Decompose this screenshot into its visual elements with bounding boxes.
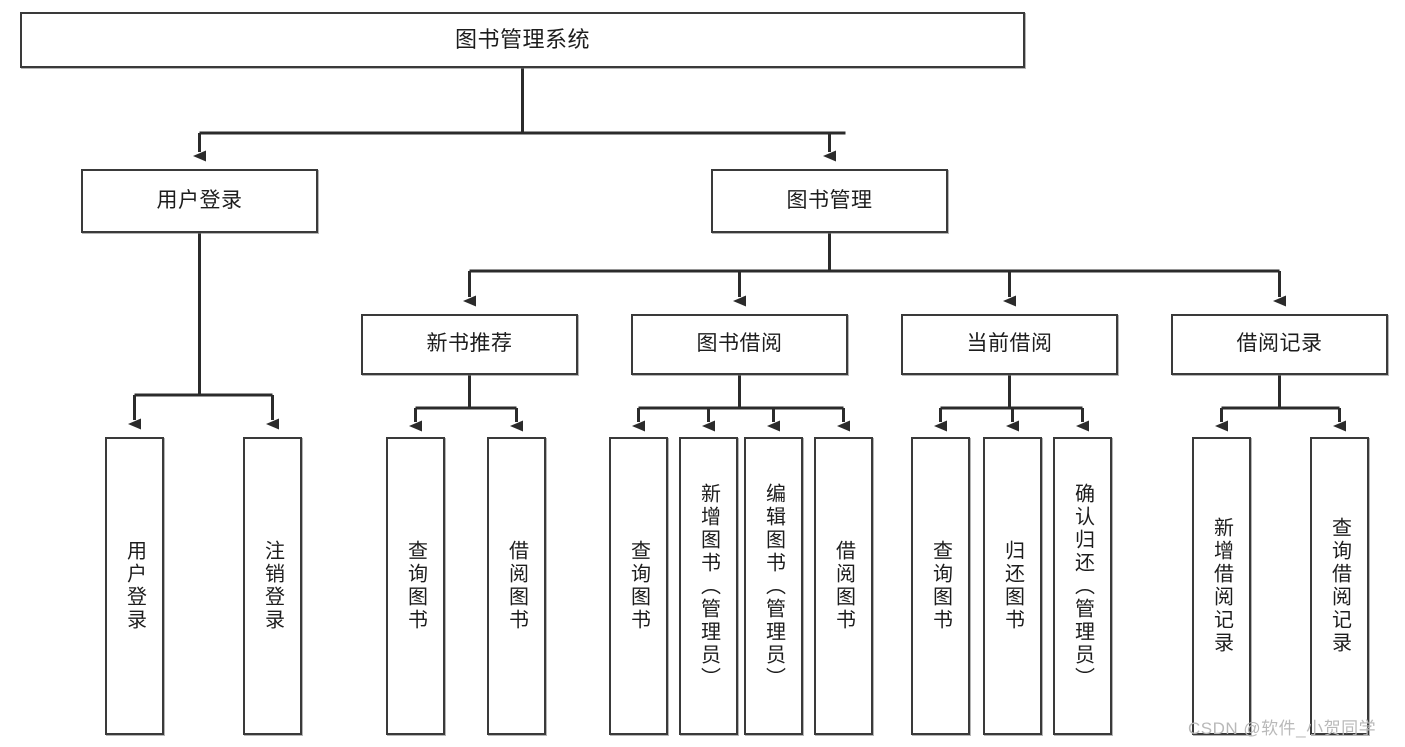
csdn-watermark: CSDN @软件_小贺同学 bbox=[1188, 719, 1377, 738]
node-borrow-record[interactable]: 借阅记录 bbox=[1171, 314, 1388, 375]
node-leaf-return-book[interactable]: 归还图书 bbox=[983, 437, 1042, 735]
node-book-borrow[interactable]: 图书借阅 bbox=[631, 314, 848, 375]
node-label: 新书推荐 bbox=[426, 332, 513, 356]
node-label: 图书管理系统 bbox=[454, 26, 590, 52]
node-leaf-add-borrow-record[interactable]: 新增借阅记录 bbox=[1192, 437, 1251, 735]
node-label: 图书管理 bbox=[786, 188, 873, 212]
node-label: 注销登录 bbox=[261, 540, 284, 632]
node-leaf-query-borrow-record[interactable]: 查询借阅记录 bbox=[1310, 437, 1369, 735]
node-label: 用户登录 bbox=[156, 188, 243, 212]
node-current-borrow[interactable]: 当前借阅 bbox=[901, 314, 1118, 375]
node-leaf-query-book-recommend[interactable]: 查询图书 bbox=[386, 437, 445, 735]
node-label: 新增借阅记录 bbox=[1210, 517, 1233, 655]
node-label: 查询图书 bbox=[627, 540, 650, 632]
node-label: 查询图书 bbox=[929, 540, 952, 632]
node-leaf-query-book-borrow[interactable]: 查询图书 bbox=[609, 437, 668, 735]
node-new-book-recommend[interactable]: 新书推荐 bbox=[361, 314, 578, 375]
node-leaf-add-book-admin[interactable]: 新增图书（管理员） bbox=[679, 437, 738, 735]
node-leaf-user-login[interactable]: 用户登录 bbox=[105, 437, 164, 735]
node-label: 归还图书 bbox=[1001, 540, 1024, 632]
node-leaf-query-book-current[interactable]: 查询图书 bbox=[911, 437, 970, 735]
node-label: 查询借阅记录 bbox=[1328, 517, 1351, 655]
node-label: 确认归还（管理员） bbox=[1071, 482, 1094, 690]
node-book-management[interactable]: 图书管理 bbox=[711, 169, 948, 233]
node-label: 借阅记录 bbox=[1236, 332, 1323, 356]
node-label: 用户登录 bbox=[123, 540, 146, 632]
node-leaf-edit-book-admin[interactable]: 编辑图书（管理员） bbox=[744, 437, 803, 735]
node-label: 新增图书（管理员） bbox=[697, 482, 720, 690]
node-leaf-borrow-book-recommend[interactable]: 借阅图书 bbox=[487, 437, 546, 735]
node-label: 图书借阅 bbox=[696, 332, 783, 356]
node-label: 当前借阅 bbox=[966, 332, 1053, 356]
node-leaf-logout[interactable]: 注销登录 bbox=[243, 437, 302, 735]
node-user-login[interactable]: 用户登录 bbox=[81, 169, 318, 233]
node-label: 编辑图书（管理员） bbox=[762, 482, 785, 690]
node-label: 查询图书 bbox=[404, 540, 427, 632]
node-root-system[interactable]: 图书管理系统 bbox=[20, 12, 1025, 68]
node-label: 借阅图书 bbox=[832, 540, 855, 632]
node-label: 借阅图书 bbox=[505, 540, 528, 632]
node-leaf-confirm-return-admin[interactable]: 确认归还（管理员） bbox=[1053, 437, 1112, 735]
node-leaf-borrow-book[interactable]: 借阅图书 bbox=[814, 437, 873, 735]
